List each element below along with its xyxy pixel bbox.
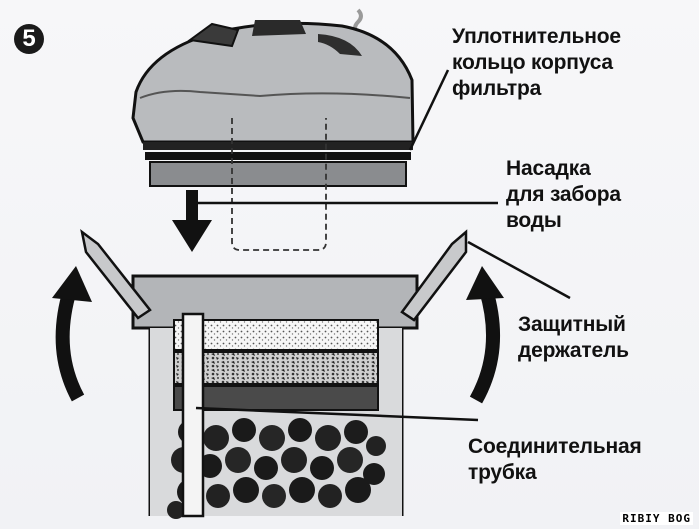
down-arrow-icon	[172, 190, 212, 252]
label-line: держатель	[518, 339, 629, 362]
label-line: трубка	[468, 461, 537, 484]
filter-canister	[131, 274, 419, 519]
label-connecting-tube: Соединительная трубка	[468, 434, 642, 486]
filter-head	[131, 8, 415, 251]
label-line: кольцо корпуса	[452, 51, 613, 74]
label-line: для забора	[506, 183, 621, 206]
label-line: фильтра	[452, 77, 542, 100]
label-line: Соединительная	[468, 435, 642, 458]
rotate-left-arrow-icon	[52, 266, 92, 402]
label-line: Насадка	[506, 157, 591, 180]
label-protective-holder: Защитный держатель	[518, 312, 629, 364]
rotate-right-arrow-icon	[466, 266, 504, 404]
leader-sealing-ring	[408, 69, 450, 151]
label-line: воды	[506, 209, 562, 232]
step-number-badge: 5	[14, 24, 44, 54]
label-sealing-ring: Уплотнительное кольцо корпуса фильтра	[452, 24, 621, 102]
label-intake-nozzle: Насадка для забора воды	[506, 156, 621, 234]
leader-connecting-tube	[195, 406, 479, 422]
protective-holder-right	[400, 229, 468, 322]
label-line: Защитный	[518, 313, 626, 336]
leader-protective-holder	[467, 240, 571, 300]
protective-holder-left	[80, 229, 152, 320]
label-line: Уплотнительное	[452, 25, 621, 48]
watermark: RIBIY BOG	[620, 512, 693, 525]
